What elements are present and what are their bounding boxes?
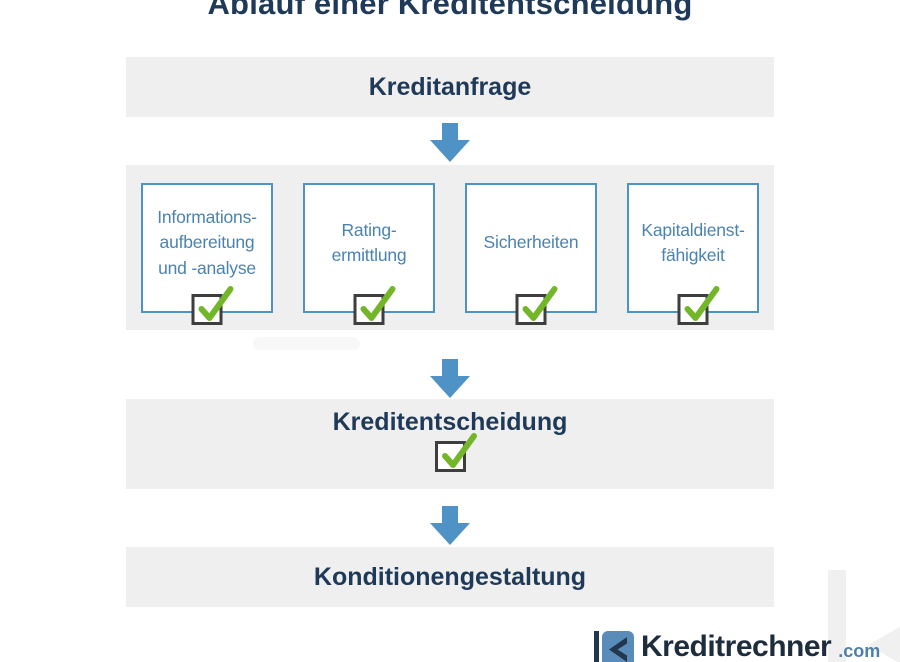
down-arrow-icon	[430, 359, 470, 398]
step-kreditentscheidung: Kreditentscheidung	[126, 399, 774, 489]
checkbox	[677, 286, 720, 325]
checkmark-icon	[441, 433, 477, 468]
brand-logo: Kreditrechner .com	[594, 629, 880, 662]
checkmark-icon	[684, 286, 720, 321]
criteria-panel: Informations- aufbereitung und -analyse …	[126, 165, 774, 330]
page-title: Ablauf einer Kreditentscheidung	[207, 0, 693, 21]
step-label: Kreditanfrage	[368, 72, 532, 101]
criterion-label: Informations- aufbereitung und -analyse	[157, 206, 257, 278]
checkbox	[434, 433, 477, 472]
step-kreditanfrage: Kreditanfrage	[126, 57, 774, 117]
brand-mark-icon	[594, 631, 634, 662]
checkmark-icon	[522, 286, 558, 321]
checkmark-icon	[360, 286, 396, 321]
down-arrow-icon	[430, 123, 470, 162]
step-label: Kreditentscheidung	[332, 408, 568, 436]
criterion-card-kapitaldienstfaehigkeit: Kapitaldienst- fähigkeit	[627, 183, 759, 325]
step-label: Konditionengestaltung	[313, 562, 587, 591]
down-arrow-icon	[430, 506, 470, 545]
checkmark-icon	[198, 286, 234, 321]
criterion-card-sicherheiten: Sicherheiten	[465, 183, 597, 325]
checkbox	[191, 286, 234, 325]
criterion-card-informationsaufbereitung: Informations- aufbereitung und -analyse	[141, 183, 273, 325]
criterion-card-ratingermittlung: Rating- ermittlung	[303, 183, 435, 325]
brand-tld: .com	[838, 641, 881, 661]
criterion-label: Sicherheiten	[483, 232, 579, 253]
watermark-k-icon	[828, 570, 900, 662]
brand-name: Kreditrechner	[641, 630, 832, 662]
checkbox	[515, 286, 558, 325]
criterion-label: Rating- ermittlung	[331, 219, 407, 265]
checkbox	[353, 286, 396, 325]
faint-artifact	[253, 337, 360, 350]
step-konditionengestaltung: Konditionengestaltung	[126, 547, 774, 607]
criterion-label: Kapitaldienst- fähigkeit	[641, 219, 745, 265]
